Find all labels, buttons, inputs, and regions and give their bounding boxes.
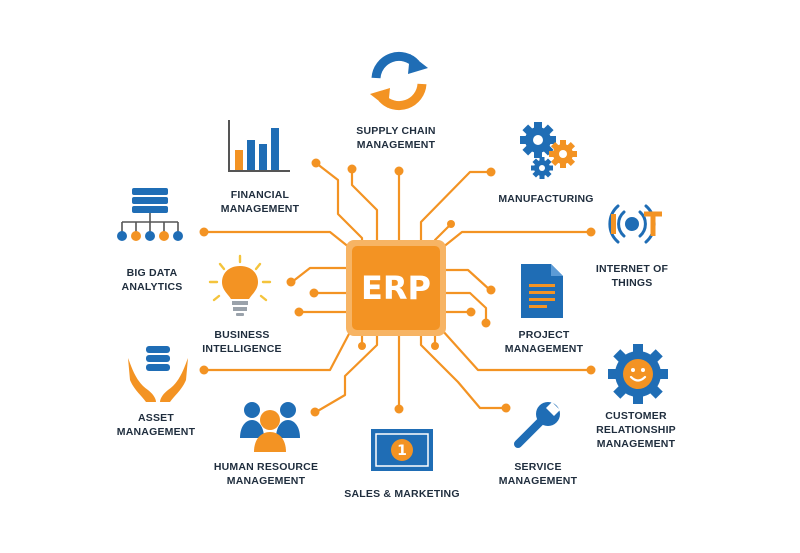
wrench-icon	[514, 402, 560, 448]
gear-smiley-icon	[608, 344, 668, 404]
gears-icon	[520, 122, 577, 179]
hands-database-icon	[128, 346, 188, 402]
sync-arrows-icon	[370, 51, 428, 111]
erp-chip-label: ERP	[361, 269, 431, 307]
bar-chart-icon	[228, 120, 290, 172]
lightbulb-icon	[208, 254, 272, 316]
banknote-value: 1	[397, 443, 407, 459]
chip-core	[352, 246, 440, 330]
module-sales-label: SALES & MARKETING	[344, 488, 460, 500]
module-manufacturing-label: MANUFACTURING	[498, 193, 594, 205]
banknote-icon: 1	[371, 429, 433, 471]
database-network-icon	[117, 188, 183, 241]
people-group-icon	[240, 402, 300, 452]
document-icon	[521, 264, 563, 318]
iot-signal-icon	[608, 204, 662, 244]
